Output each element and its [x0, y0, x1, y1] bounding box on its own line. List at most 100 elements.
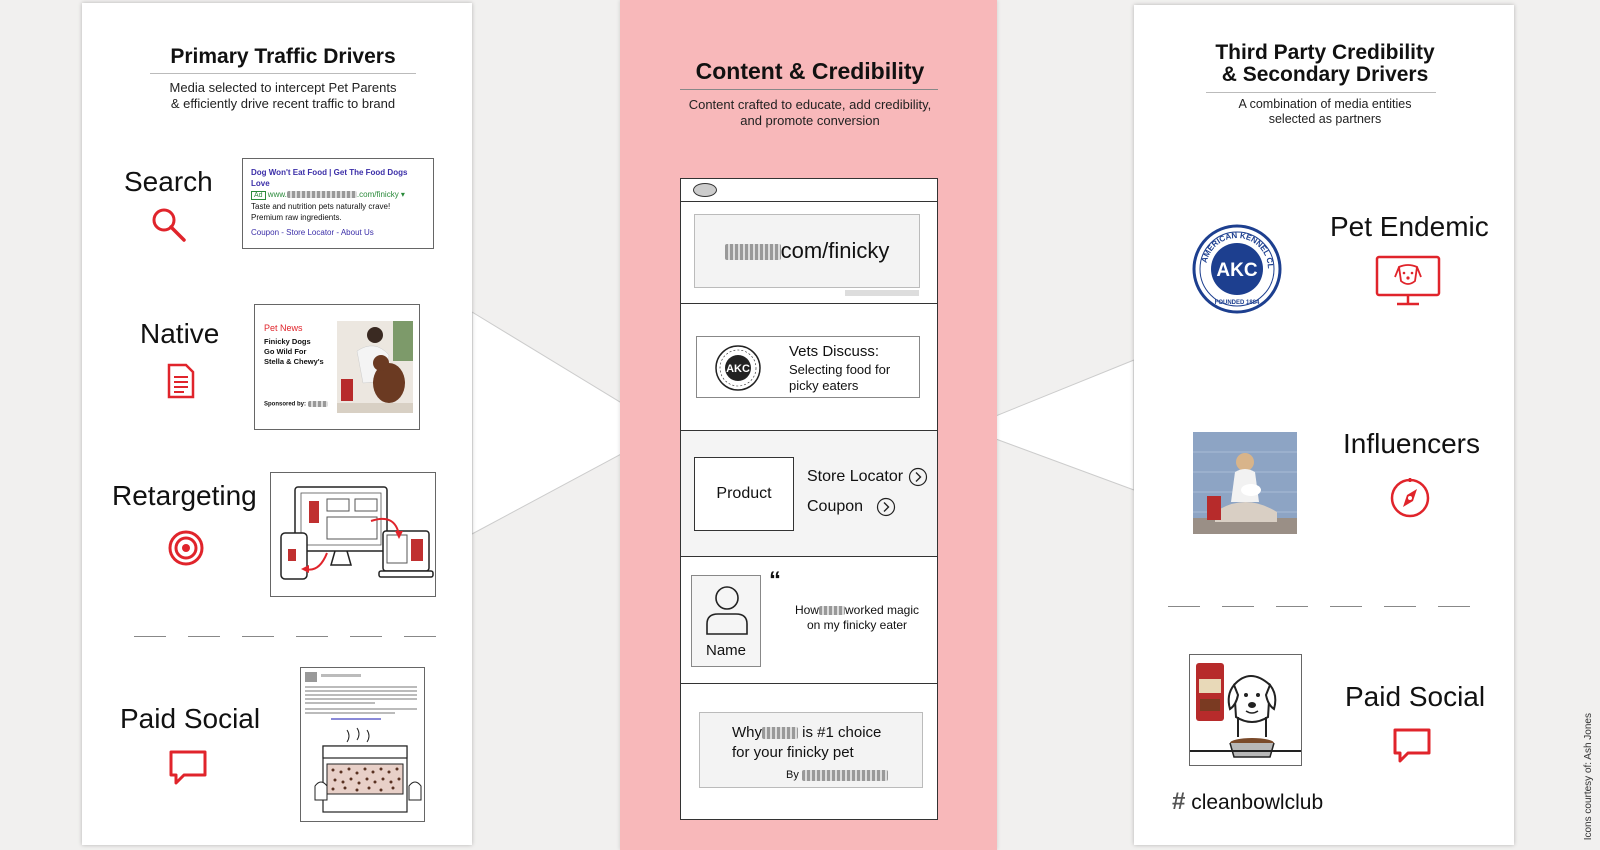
search-ad-url: .com/finicky [356, 190, 399, 199]
store-locator-link[interactable]: Store Locator [807, 467, 928, 487]
left-title-rule [150, 73, 416, 74]
divider-dash [188, 636, 220, 637]
left-subtitle-line1: Media selected to intercept Pet Parents [169, 80, 397, 95]
testimonial-suffix: worked magic [844, 603, 920, 617]
search-icon [152, 208, 186, 242]
search-ad-links: Coupon - Store Locator - About Us [251, 228, 374, 237]
right-subtitle-line2: selected as partners [1268, 112, 1382, 126]
paid-social-post-mockup [300, 667, 425, 822]
blurred-brand [818, 606, 845, 616]
testimonial-section: Name “ How worked magic on my finicky eat… [681, 556, 937, 683]
hashtag-cleanbowlclub[interactable]: # cleanbowlclub [1172, 788, 1323, 816]
influencer-photo [1193, 432, 1297, 534]
native-headline: Finicky Dogs Go Wild For Stella & Chewy'… [264, 337, 324, 367]
url-text: com/finicky [780, 238, 890, 263]
why-article-card[interactable]: Why is #1 choice for your finicky pet By [699, 712, 923, 788]
right-title-line2: & Secondary Drivers [1221, 63, 1429, 86]
search-ad-headline: Dog Won't Eat Food | Get The Food Dogs L… [251, 168, 408, 188]
chat-bubble-icon [1393, 728, 1431, 763]
why-line2: for your finicky pet [732, 744, 854, 761]
chat-bubble-icon [169, 750, 207, 785]
native-headline-1: Finicky Dogs [264, 337, 311, 346]
social-post-illustration [305, 672, 422, 813]
vets-article-section: AKC Vets Discuss: Selecting food for pic… [681, 303, 937, 430]
url-section: com/finicky [681, 201, 937, 303]
right-subtitle-line1: A combination of media entities [1238, 97, 1412, 111]
akc-badge-text: AKC [726, 363, 750, 375]
native-headline-2: Go Wild For [264, 347, 307, 356]
right-title-line1: Third Party Credibility [1215, 41, 1435, 64]
native-label: Native [140, 318, 220, 349]
icon-credit: Icons courtesy of: Ash Jones [1583, 712, 1594, 840]
divider-dash [1330, 606, 1362, 607]
name-label: Name [705, 642, 746, 659]
testimonial-line2: on my finicky eater [806, 618, 908, 632]
byline: By [786, 769, 888, 781]
target-icon [168, 530, 204, 566]
hashtag-text: cleanbowlclub [1191, 791, 1324, 814]
left-subtitle-line2: & efficiently drive recent traffic to br… [170, 96, 396, 111]
divider-dash [404, 636, 436, 637]
blurred-brand [762, 727, 798, 740]
retargeting-label: Retargeting [112, 480, 257, 511]
native-sponsored: Sponsored by: [264, 401, 328, 408]
why-prefix: Why [732, 724, 762, 741]
search-ad-desc2: Premium raw ingredients. [251, 213, 342, 222]
url-bar[interactable]: com/finicky [694, 214, 920, 288]
influencers-label: Influencers [1343, 428, 1480, 459]
native-headline-3: Stella & Chewy's [264, 357, 324, 366]
blurred-author [801, 769, 888, 781]
divider-dash [242, 636, 274, 637]
vets-article-card[interactable]: AKC Vets Discuss: Selecting food for pic… [696, 336, 920, 398]
center-title-rule [680, 89, 938, 90]
ad-badge: Ad [251, 191, 266, 200]
vets-line2: picky eaters [789, 378, 859, 393]
quote-mark: “ [769, 567, 781, 594]
why-article-section: Why is #1 choice for your finicky pet By [681, 683, 937, 819]
why-suffix: is #1 choice [802, 724, 882, 741]
right-panel-title: Third Party Credibility & Secondary Driv… [1180, 42, 1470, 86]
divider-dash [1222, 606, 1254, 607]
native-kicker: Pet News [264, 323, 303, 333]
testimonial-prefix: How [794, 603, 819, 617]
left-paid-social-label: Paid Social [120, 703, 261, 734]
akc-badge-icon: AKC [715, 345, 761, 391]
coupon-text: Coupon [807, 498, 864, 516]
divider-dash [1384, 606, 1416, 607]
left-panel-title: Primary Traffic Drivers [170, 45, 396, 68]
person-icon [706, 586, 748, 635]
akc-logo: AMERICAN KENNEL CLUB AKC FOUNDED 1884 [1192, 224, 1282, 314]
blurred-brand [724, 244, 781, 261]
blurred-brand [286, 191, 357, 199]
left-panel-subtitle: Media selected to intercept Pet Parents … [130, 80, 436, 112]
divider-dash [1438, 606, 1470, 607]
by-label: By [786, 769, 799, 781]
product-card[interactable]: Product [694, 457, 794, 531]
divider-dash [134, 636, 166, 637]
right-title-rule [1206, 92, 1436, 93]
sponsored-label: Sponsored by: [264, 401, 307, 408]
testimonial-avatar-card: Name [691, 575, 761, 667]
divider-dash [1276, 606, 1308, 607]
coupon-link[interactable]: Coupon [807, 497, 896, 517]
center-panel-title: Content & Credibility [695, 58, 925, 84]
native-photo [337, 321, 413, 413]
paid-social-dog-illustration [1189, 654, 1302, 766]
product-section: Product Store Locator Coupon [681, 430, 937, 556]
search-ad-desc1: Taste and nutrition pets naturally crave… [251, 202, 391, 211]
vets-subtitle: Selecting food for picky eaters [789, 362, 890, 394]
akc-founded-text: FOUNDED 1884 [1215, 300, 1260, 306]
chevron-right-icon [908, 467, 927, 487]
document-icon [167, 363, 195, 399]
testimonial-text: How worked magic on my finicky eater [787, 603, 927, 633]
mobile-page-mockup: com/finicky AKC Vets Discuss: Selecting … [680, 178, 938, 820]
retargeting-devices-illustration [270, 472, 436, 597]
right-panel-subtitle: A combination of media entities selected… [1180, 97, 1470, 127]
divider-dash [350, 636, 382, 637]
native-ad-mockup: Pet News Finicky Dogs Go Wild For Stella… [254, 304, 420, 430]
center-subtitle-line2: and promote conversion [740, 113, 880, 128]
search-label: Search [124, 166, 213, 197]
search-ad-mockup: Dog Won't Eat Food | Get The Food Dogs L… [242, 158, 434, 249]
scroll-indicator [845, 290, 919, 296]
phone-camera [693, 183, 717, 197]
